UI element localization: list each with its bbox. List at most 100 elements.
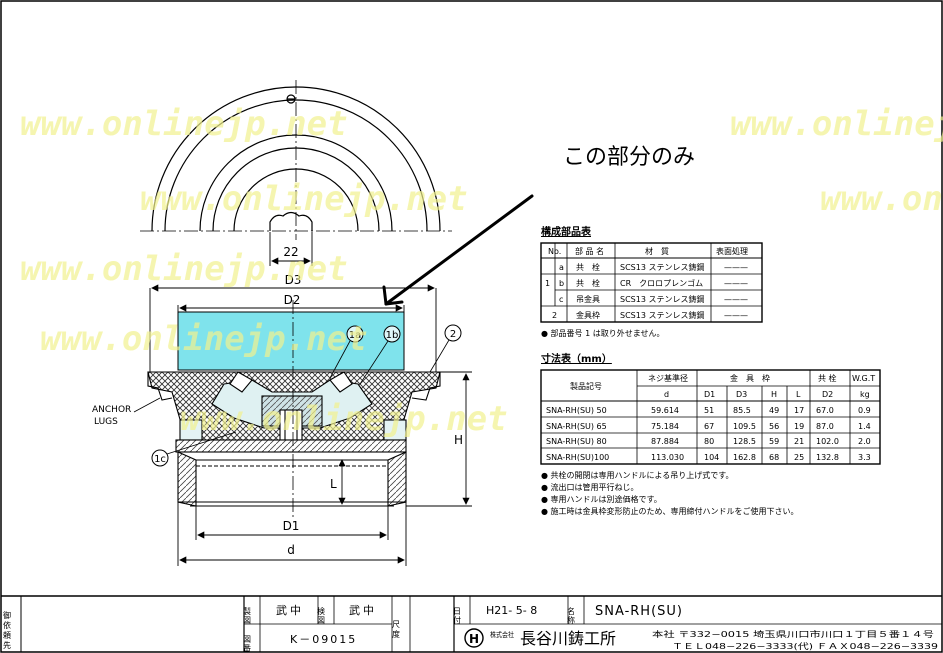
parts-h-no: No. xyxy=(548,247,561,256)
drawn-label: 製図 xyxy=(243,606,252,625)
dim-H-label: H xyxy=(454,433,463,447)
parts-table-title: 構成部品表 xyxy=(541,225,592,238)
dim-table-note: ● 共栓の開閉は専用ハンドルによる吊り上げ式です。 xyxy=(541,470,733,480)
parts-h-name: 部 品 名 xyxy=(575,246,604,256)
dim-h-thread-sub: d xyxy=(664,390,669,399)
dim-table-cell: 68 xyxy=(769,453,779,462)
watermark-text-4: www.onlinejp.net xyxy=(40,319,368,359)
parts-row-material: SCS13 ステンレス鋳鋼 xyxy=(620,310,704,320)
anchor-lugs-label-2: LUGS xyxy=(94,417,118,427)
parts-table xyxy=(540,242,763,323)
dim-table-cell: 56 xyxy=(769,422,779,431)
dim-table-cell: 162.8 xyxy=(733,453,756,462)
company-logo-icon xyxy=(464,628,484,648)
watermark-text-3: www.onlinejp.net xyxy=(20,249,348,289)
dim-h-wgt: W.G.T xyxy=(852,374,875,383)
checked-by: 武中 xyxy=(349,604,377,617)
parts-row-material: SCS13 ステンレス鋳鋼 xyxy=(620,294,704,304)
outlet-pipe xyxy=(175,439,407,507)
company-prefix: 株式会社 xyxy=(490,630,514,639)
anchor-lugs-label-1: ANCHOR xyxy=(92,405,131,415)
dim-h-plug: 共 栓 xyxy=(818,373,837,383)
dim-table xyxy=(540,369,881,465)
parts-row-material: CR クロロプレンゴム xyxy=(620,278,703,288)
dim-table-text: 製品記号 ネジ基準径 d 金 具 枠 共 栓 W.G.T kg D1 D3 H … xyxy=(570,373,875,399)
drawn-by: 武中 xyxy=(276,604,304,617)
dim-table-cell: 87.0 xyxy=(816,422,834,431)
top-view xyxy=(140,80,452,240)
callout-arrow xyxy=(382,194,534,306)
parts-row-name: 吊金具 xyxy=(576,294,600,304)
watermark-text-6: www.onlinejp.net xyxy=(730,104,943,144)
watermark: www.onlinejp.net www.onlinejp.net www.on… xyxy=(20,104,943,439)
dim-table-cell: 132.8 xyxy=(816,453,839,462)
dim-table-cell: 109.5 xyxy=(733,422,756,431)
dim-table-cell: 113.030 xyxy=(651,453,684,462)
dim-D1-label: D1 xyxy=(283,519,300,533)
dim-sub-D1: D1 xyxy=(704,390,715,399)
dim-table-cell: 59 xyxy=(769,437,779,446)
dim-table-cell: 128.5 xyxy=(733,437,756,446)
parts-row-finish: ——— xyxy=(724,295,748,304)
dim-table-title: 寸法表（mm） xyxy=(541,352,612,365)
parts-table-text: No. 部 品 名 材 質 表面処理 1 a 共 栓 SCS13 ステンレス鋳鋼… xyxy=(545,246,748,320)
dim-22-label: 22 xyxy=(283,245,298,259)
dim-table-notes: ● 共栓の開閉は専用ハンドルによる吊り上げ式です。 ● 流出口は管用平行ねじ。 ● … xyxy=(541,470,799,516)
dim-table-cell: 0.9 xyxy=(858,406,871,415)
dim-table-cell: 102.0 xyxy=(816,437,839,446)
dim-d-label: d xyxy=(287,543,295,557)
dim-table-cell: 3.3 xyxy=(858,453,871,462)
dim-table-cell: 17 xyxy=(794,406,804,415)
dim-table-cell: 75.184 xyxy=(651,422,679,431)
company-address: 本社 〒332−0015 埼玉県川口市川口１丁目５番１４号 xyxy=(652,629,934,639)
dim-table-note: ● 流出口は管用平行ねじ。 xyxy=(541,482,639,492)
parts-row-name: 共 栓 xyxy=(576,278,600,288)
dimension-D3 xyxy=(149,284,437,372)
parts-row-finish: ——— xyxy=(724,279,748,288)
checked-label: 検図 xyxy=(317,606,326,625)
title-block-labels: 御依頼先 製図 検図 図番 尺度 日付 名称 xyxy=(3,606,576,653)
dim-table-cell: 67.0 xyxy=(816,406,834,415)
callout-text: この部分のみ xyxy=(563,145,695,170)
scale-label: 尺度 xyxy=(392,620,401,640)
drawing-no: K－09015 xyxy=(290,633,357,646)
client-label-char: 御依頼先 xyxy=(3,610,12,651)
balloon-1b xyxy=(359,325,401,385)
dim-table-cell: SNA-RH(SU) 65 xyxy=(546,422,607,431)
dim-D2-label: D2 xyxy=(284,293,301,307)
parts-row-no: 2 xyxy=(552,311,557,320)
parts-row-finish: ——— xyxy=(724,263,748,272)
dim-table-cell: 85.5 xyxy=(733,406,751,415)
parts-row-sub: a xyxy=(559,263,564,272)
dim-table-note: ● 施工時は金具枠変形防止のため、専用締付ハンドルをご使用下さい。 xyxy=(541,506,799,516)
dim-table-cell: 80 xyxy=(704,437,714,446)
dim-table-cell: 59.614 xyxy=(651,406,679,415)
dim-table-cell: 49 xyxy=(769,406,779,415)
parts-row-sub: b xyxy=(559,279,564,288)
dim-sub-D2: D2 xyxy=(822,390,833,399)
balloon-2-label: 2 xyxy=(450,329,456,340)
drawing-no-label: 図番 xyxy=(243,635,252,653)
parts-h-material: 材 質 xyxy=(645,246,669,256)
dim-table-cell: 21 xyxy=(794,437,804,446)
parts-h-finish: 表面処理 xyxy=(716,246,748,256)
company-logo-letter: H xyxy=(469,632,479,646)
dim-h-wgt-sub: kg xyxy=(860,390,870,399)
name-label: 名称 xyxy=(567,606,576,625)
dimension-D1 xyxy=(195,506,389,540)
dim-D3-label: D3 xyxy=(285,273,302,287)
dim-h-thread: ネジ基準径 xyxy=(648,373,688,383)
balloon-2 xyxy=(429,324,462,373)
dim-table-cell: SNA-RH(SU) 80 xyxy=(546,437,607,446)
parts-row-finish: ——— xyxy=(724,311,748,320)
dim-table-cell: SNA-RH(SU) 50 xyxy=(546,406,607,415)
dim-table-note: ● 専用ハンドルは別途価格です。 xyxy=(541,494,662,504)
dim-sub-L: L xyxy=(796,390,801,399)
dim-table-cell: 87.884 xyxy=(651,437,679,446)
dim-table-cell: 67 xyxy=(704,422,714,431)
dim-table-cell: SNA-RH(SU)100 xyxy=(546,453,609,462)
dim-sub-H: H xyxy=(771,390,777,399)
parts-row-material: SCS13 ステンレス鋳鋼 xyxy=(620,262,704,272)
